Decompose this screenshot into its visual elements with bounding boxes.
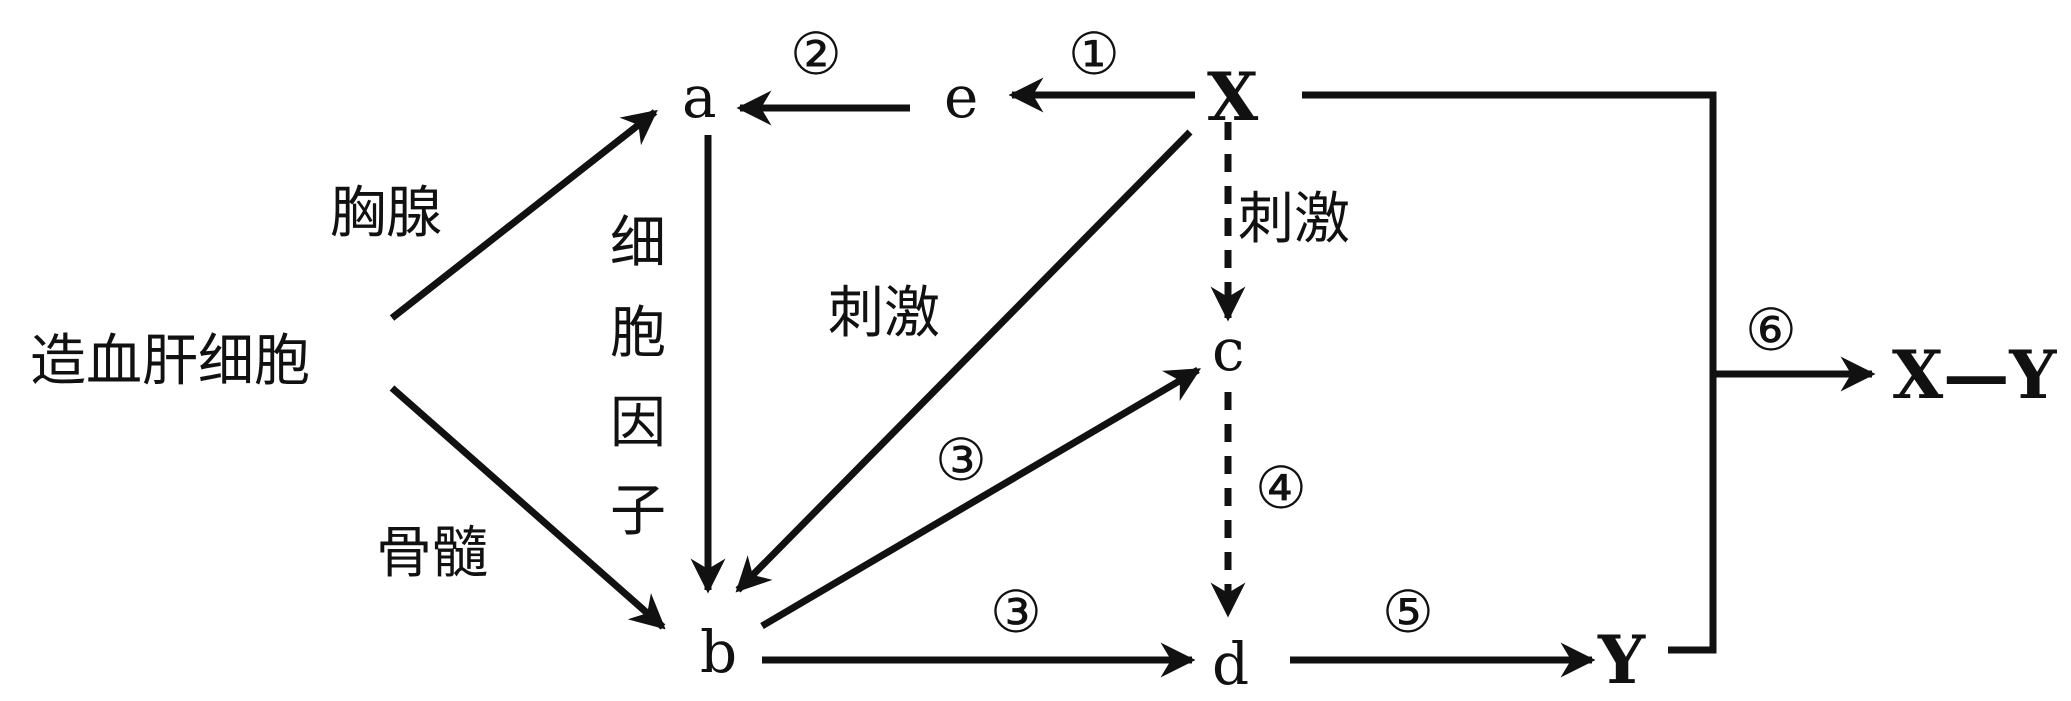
step-2: ② xyxy=(790,20,842,88)
node-Y: Y xyxy=(1597,621,1646,699)
step-1: ① xyxy=(1068,20,1120,88)
edge-source-to-b xyxy=(389,385,666,630)
edge-source-to-a xyxy=(389,109,658,321)
label-stimulate-diagonal: 刺激 xyxy=(828,281,940,346)
node-source: 造血肝细胞 xyxy=(30,329,310,394)
step-5: ⑤ xyxy=(1382,578,1434,646)
label-stimulate-vertical: 刺激 xyxy=(1238,187,1350,252)
edge-X-to-b xyxy=(735,129,1193,593)
node-a: a xyxy=(682,63,717,131)
node-XY: X—Y xyxy=(1892,336,2057,414)
node-b: b xyxy=(700,618,737,686)
edge-X-to-junction xyxy=(1302,91,1717,654)
label-cytokine-char-3: 因 xyxy=(610,391,666,456)
label-thymus: 胸腺 xyxy=(330,181,442,246)
node-d: d xyxy=(1212,630,1249,698)
step-4: ④ xyxy=(1255,454,1307,522)
step-3-lower: ③ xyxy=(990,578,1042,646)
node-c: c xyxy=(1212,316,1244,384)
node-e: e xyxy=(944,63,978,131)
label-cytokine-char-1: 细 xyxy=(610,211,666,276)
step-6: ⑥ xyxy=(1745,296,1797,364)
edge-b-to-c xyxy=(760,366,1202,630)
label-marrow: 骨髓 xyxy=(376,521,488,586)
label-cytokine-char-4: 子 xyxy=(610,479,666,544)
node-X: X xyxy=(1207,58,1259,136)
label-cytokine-char-2: 胞 xyxy=(610,301,666,366)
step-3-upper: ③ xyxy=(935,426,987,494)
